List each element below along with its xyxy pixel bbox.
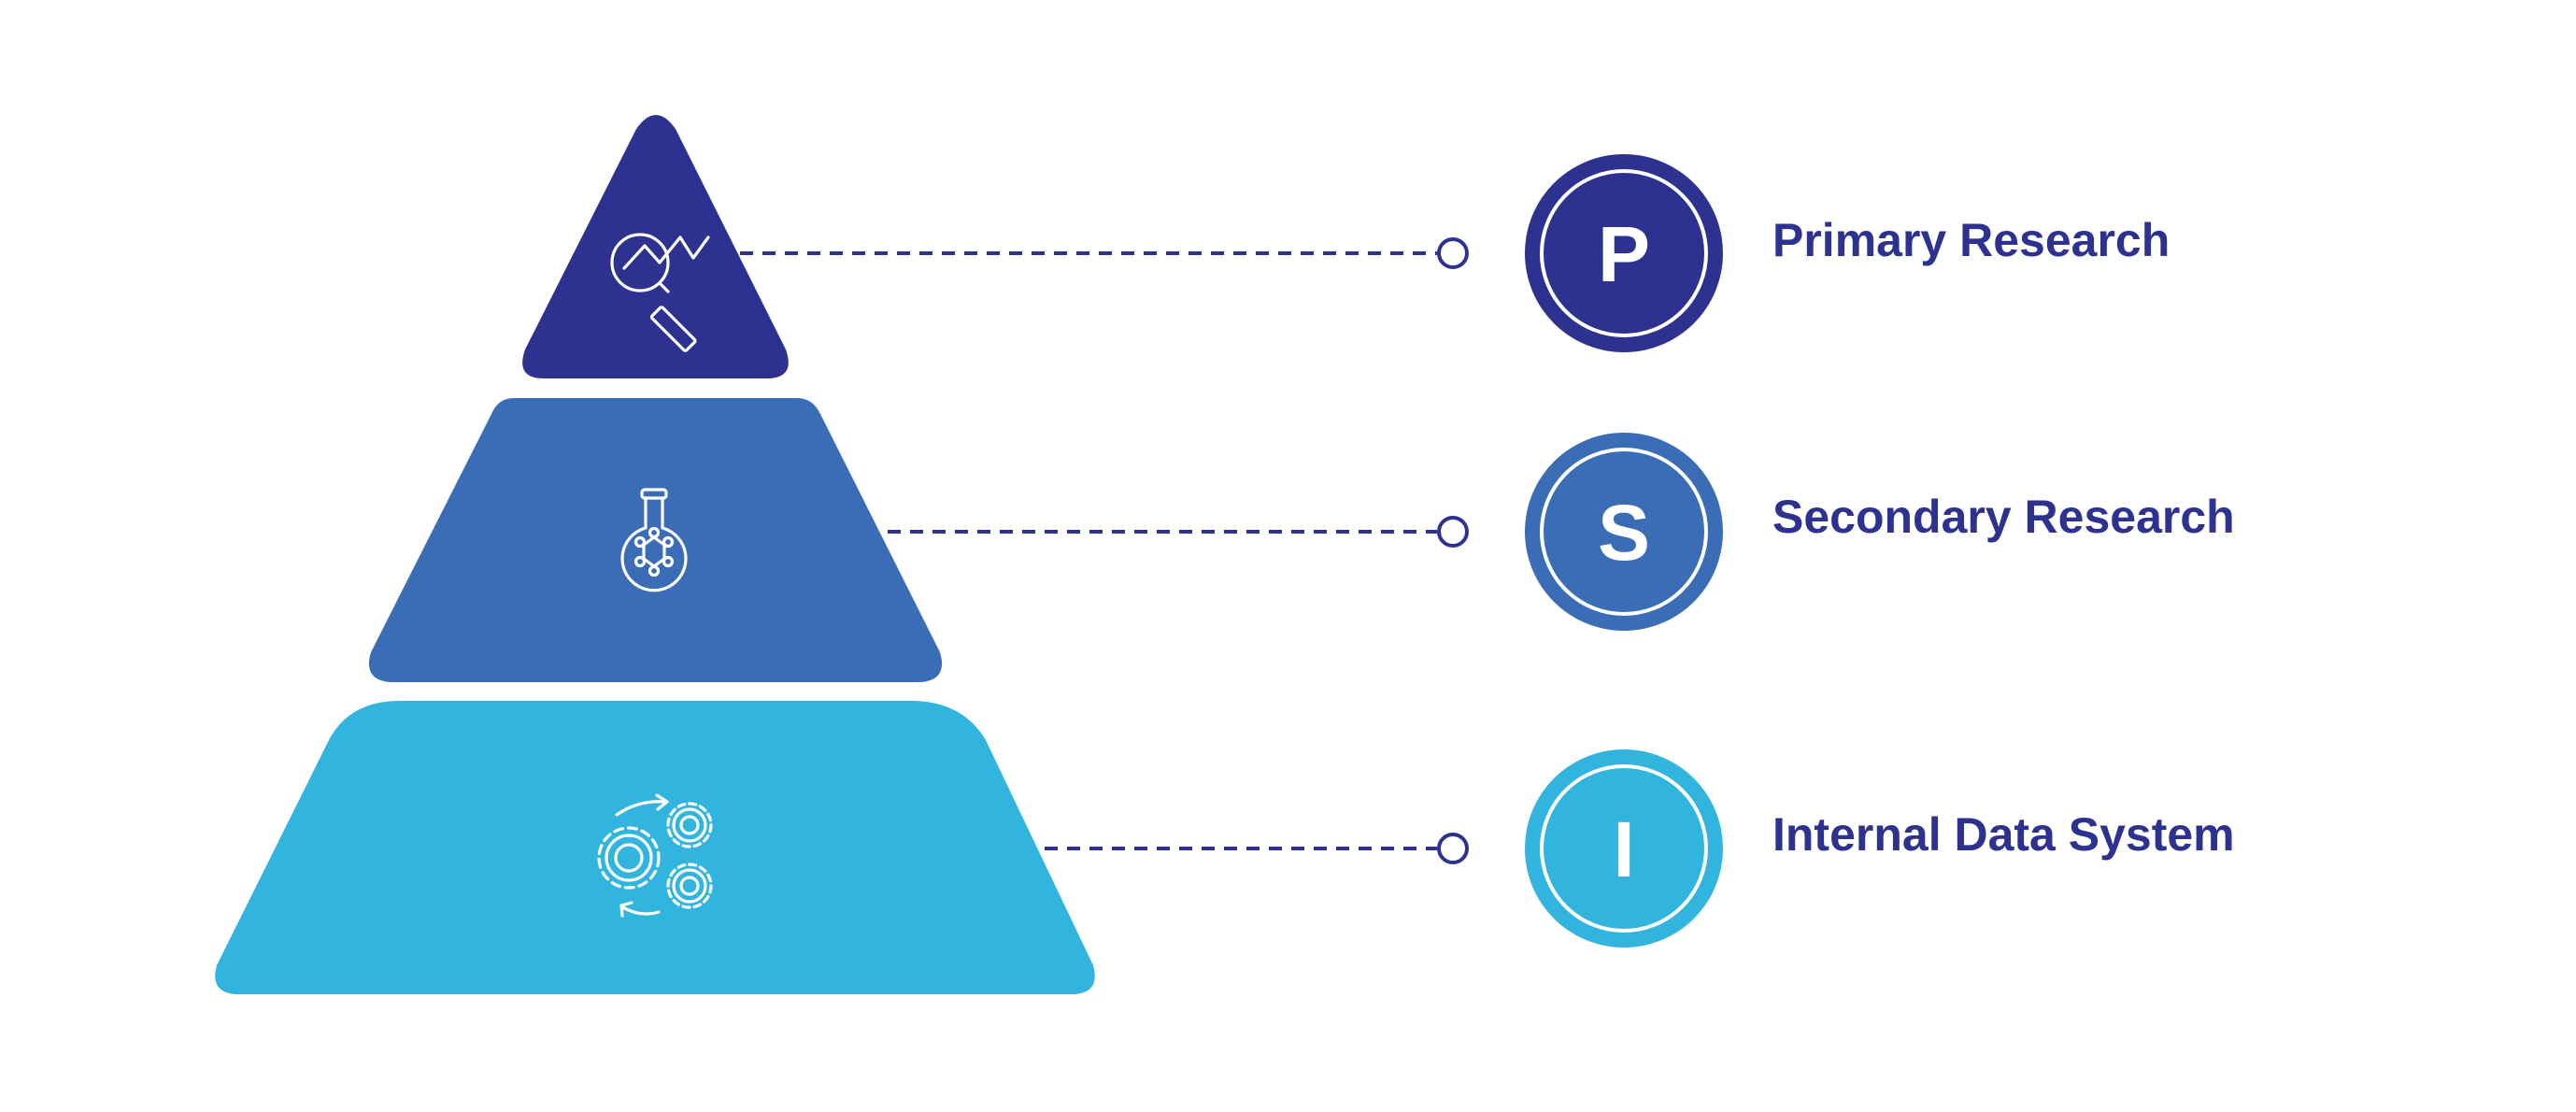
label-secondary-research: Secondary Research [1772, 491, 2235, 543]
connector-primary [740, 237, 1469, 269]
badge-secondary: S [1525, 433, 1723, 631]
badge-internal: I [1525, 749, 1723, 948]
badge-letter-primary: P [1598, 210, 1650, 298]
badge-letter-secondary: S [1598, 489, 1650, 577]
gears-cycle-icon [597, 793, 713, 918]
badge-primary: P [1525, 154, 1723, 352]
pyramid-tier-bottom [215, 701, 1095, 994]
pyramid [215, 115, 1095, 994]
magnifier-trend-icon [610, 233, 710, 352]
flask-molecule-icon [620, 488, 688, 592]
label-internal-data-system: Internal Data System [1772, 808, 2235, 861]
connector-internal [1045, 833, 1469, 864]
label-primary-research: Primary Research [1772, 214, 2170, 266]
pyramid-tier-top [522, 115, 789, 378]
connector-secondary [888, 516, 1469, 548]
badge-letter-internal: I [1613, 805, 1634, 893]
